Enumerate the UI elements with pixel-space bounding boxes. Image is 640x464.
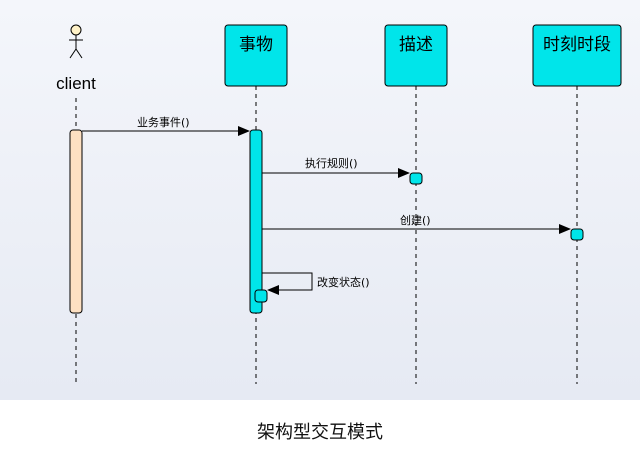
- self-activation: [254, 289, 268, 303]
- create-label: 创建(): [400, 213, 431, 227]
- actor-right-leg: [75, 48, 83, 59]
- period-lifeline-header: 时刻时段: [532, 24, 622, 87]
- diagram-caption: 架构型交互模式: [257, 422, 383, 443]
- description-activation: [409, 172, 423, 185]
- client-actor: client: [56, 24, 96, 93]
- execute-rules-label: 执行规则(): [305, 156, 358, 170]
- client-label: client: [56, 74, 96, 93]
- description-lifeline-header: 描述: [384, 24, 448, 87]
- actor-left-leg: [69, 48, 77, 59]
- event-label: 事物: [239, 35, 273, 55]
- period-label: 时刻时段: [543, 35, 611, 55]
- event-activation: [249, 129, 263, 314]
- change-state-label: 改变状态(): [317, 275, 370, 289]
- client-activation: [69, 129, 83, 314]
- actor-head: [70, 24, 82, 36]
- description-label: 描述: [399, 35, 433, 55]
- business-event-label: 业务事件(): [137, 116, 190, 129]
- period-activation: [570, 228, 584, 241]
- change-state-arrow: [262, 272, 313, 295]
- event-lifeline-header: 事物: [224, 24, 288, 87]
- sequence-diagram: client 事物 描述 时刻时段 业务事件() 执行规则(): [56, 24, 622, 384]
